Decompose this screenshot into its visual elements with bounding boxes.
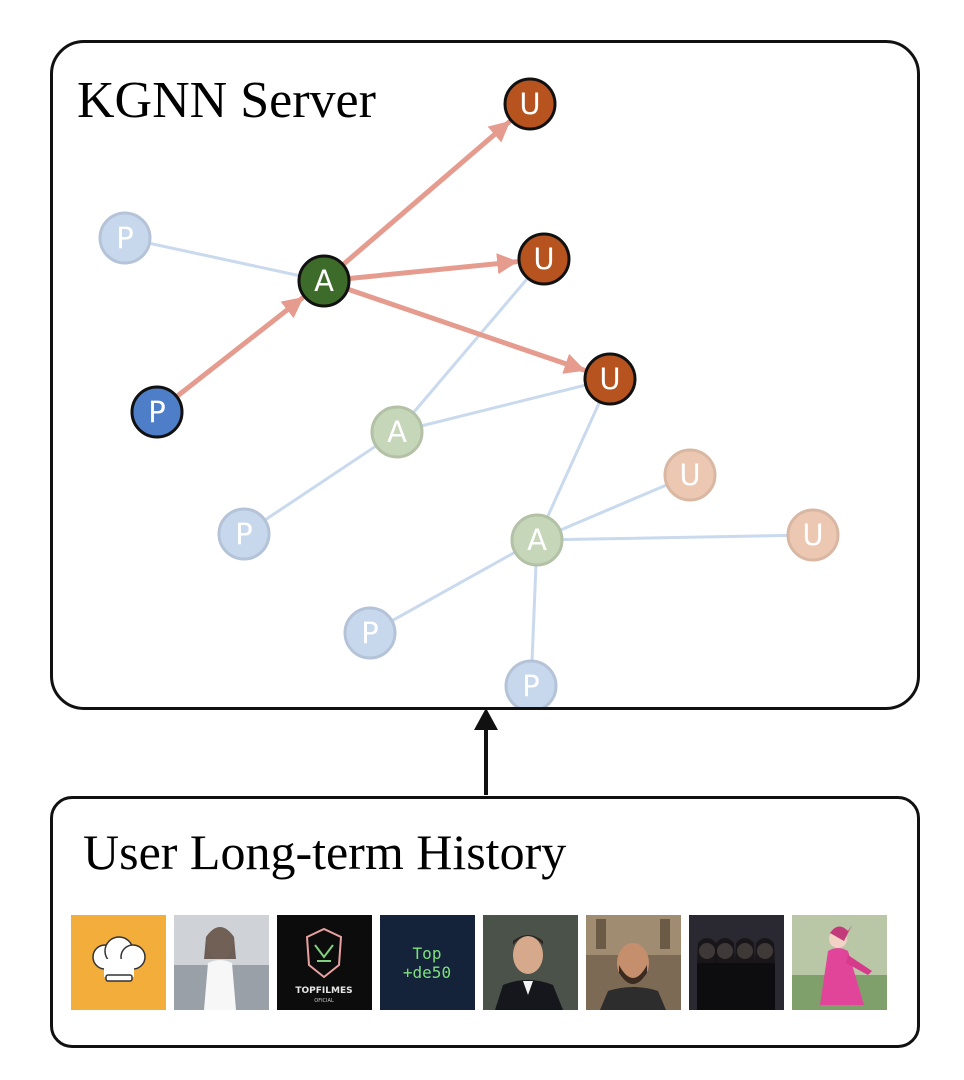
edge-u3-a3 [535,377,612,542]
edge-a2-p3 [242,430,399,536]
paper-node-circle [217,507,271,561]
edge-a1-u1 [321,119,512,284]
node-paper-p1: P [98,211,152,265]
node-paper-p4: P [343,606,397,660]
tile-text-line: Top [413,944,442,963]
man-suit-thumbnail[interactable] [483,915,578,1010]
node-paper-p5: P [504,659,558,707]
paper-node-circle [504,659,558,707]
user-node-circle [663,448,717,502]
node-user-u2: U [517,232,571,286]
author-node-label: A [314,264,334,298]
node-author-a1: A [297,254,351,308]
paper-node-label: P [148,395,166,429]
smiling-man-cathedral-thumbnail[interactable] [586,915,681,1010]
paper-node-label: P [235,517,253,551]
author-node-circle [297,254,351,308]
edge-a1-u2 [321,253,519,284]
history-thumbnail-strip: TOPFILMES OFICIAL Top+de50 [71,915,887,1010]
paper-node-circle [98,211,152,265]
graph-edges [123,119,815,688]
author-node-label: A [387,415,407,449]
kgnn-server-panel: KGNN Server U P A U U P A U P A U P P [50,40,920,710]
logo-text: TOPFILMES [295,986,352,996]
user-node-label: U [679,458,700,492]
history-title: User Long-term History [83,824,567,880]
author-node-circle [370,405,424,459]
edge-a1-u3 [321,278,587,374]
user-node-label: U [519,87,540,121]
edge-u2-a2 [395,257,546,434]
node-paper-p2: P [130,385,184,439]
topfilmes-logo-thumbnail[interactable]: TOPFILMES OFICIAL [277,915,372,1010]
paper-node-label: P [361,616,379,650]
chef-hat-thumbnail[interactable] [71,915,166,1010]
edge-a3-u4 [535,473,692,542]
top-de50-thumbnail[interactable]: Top+de50 [380,915,475,1010]
paper-node-circle [130,385,184,439]
author-node-circle [510,513,564,567]
edge-a3-u5 [535,533,815,542]
woman-white-dress-thumbnail[interactable] [174,915,269,1010]
edge-a2-u3 [395,377,612,434]
edge-p1-a1 [123,236,326,283]
author-node-label: A [527,523,547,557]
user-node-label: U [599,362,620,396]
node-author-a2: A [370,405,424,459]
graph-nodes: U P A U U P A U P A U P P [98,77,840,707]
node-user-u5: U [786,508,840,562]
paper-node-label: P [116,221,134,255]
user-node-circle [786,508,840,562]
user-node-circle [583,352,637,406]
user-node-label: U [802,518,823,552]
node-user-u4: U [663,448,717,502]
user-node-label: U [533,242,554,276]
node-user-u3: U [583,352,637,406]
group-photo-thumbnail[interactable] [689,915,784,1010]
node-paper-p3: P [217,507,271,561]
user-node-circle [517,232,571,286]
paper-node-label: P [522,669,540,703]
edge-a3-p4 [368,538,539,635]
pink-costume-thumbnail[interactable] [792,915,887,1010]
edge-p2-a1 [154,295,305,415]
tile-text-line: +de50 [403,963,451,982]
node-user-u1: U [503,77,557,131]
logo-subtext: OFICIAL [314,998,334,1004]
knowledge-graph: U P A U U P A U P A U P P [98,77,840,707]
user-node-circle [503,77,557,131]
paper-node-circle [343,606,397,660]
node-author-a3: A [510,513,564,567]
server-title: KGNN Server [77,72,376,129]
